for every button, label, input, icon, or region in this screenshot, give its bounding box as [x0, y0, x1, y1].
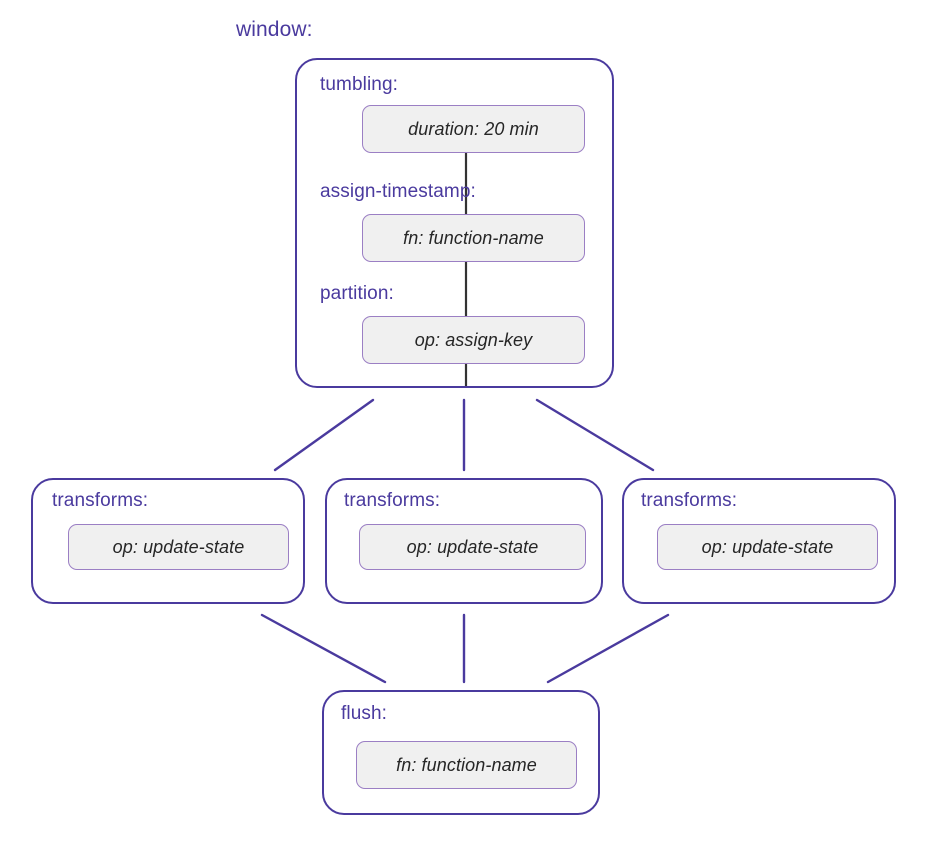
field-label-transforms-1: transforms: — [52, 490, 149, 511]
field-chip-duration[interactable]: duration: 20 min — [362, 105, 585, 153]
field-value-flush-fn: fn: function-name — [396, 754, 537, 775]
edge-transform-3-to-flush — [546, 613, 670, 684]
node-transform-1[interactable] — [31, 478, 305, 604]
page-title: window: — [236, 18, 313, 41]
field-label-transforms-3: transforms: — [641, 490, 738, 511]
field-value-transform-1-op: op: update-state — [112, 536, 245, 557]
field-label-assign-timestamp: assign-timestamp: — [320, 181, 476, 202]
node-transform-3[interactable] — [622, 478, 896, 604]
node-window[interactable] — [295, 58, 614, 388]
field-label-flush: flush: — [341, 703, 388, 724]
field-value-transform-3-op: op: update-state — [701, 536, 834, 557]
edge-window-to-transform-1 — [273, 398, 375, 472]
field-chip-flush-fn[interactable]: fn: function-name — [356, 741, 577, 789]
node-transform-2[interactable] — [325, 478, 603, 604]
edge-window-to-transform-3 — [535, 398, 655, 472]
field-chip-transform-2-op[interactable]: op: update-state — [359, 524, 586, 570]
field-value-partition-op: op: assign-key — [414, 329, 533, 350]
field-label-tumbling: tumbling: — [320, 74, 398, 95]
field-value-duration: duration: 20 min — [408, 118, 539, 139]
field-chip-assign-timestamp-fn[interactable]: fn: function-name — [362, 214, 585, 262]
node-flush[interactable] — [322, 690, 600, 815]
field-value-assign-timestamp-fn: fn: function-name — [403, 227, 544, 248]
field-chip-partition-op[interactable]: op: assign-key — [362, 316, 585, 364]
edge-transform-1-to-flush — [260, 613, 387, 684]
field-chip-transform-1-op[interactable]: op: update-state — [68, 524, 289, 570]
field-value-transform-2-op: op: update-state — [406, 536, 539, 557]
field-chip-transform-3-op[interactable]: op: update-state — [657, 524, 878, 570]
field-label-partition: partition: — [320, 283, 394, 304]
field-label-transforms-2: transforms: — [344, 490, 441, 511]
